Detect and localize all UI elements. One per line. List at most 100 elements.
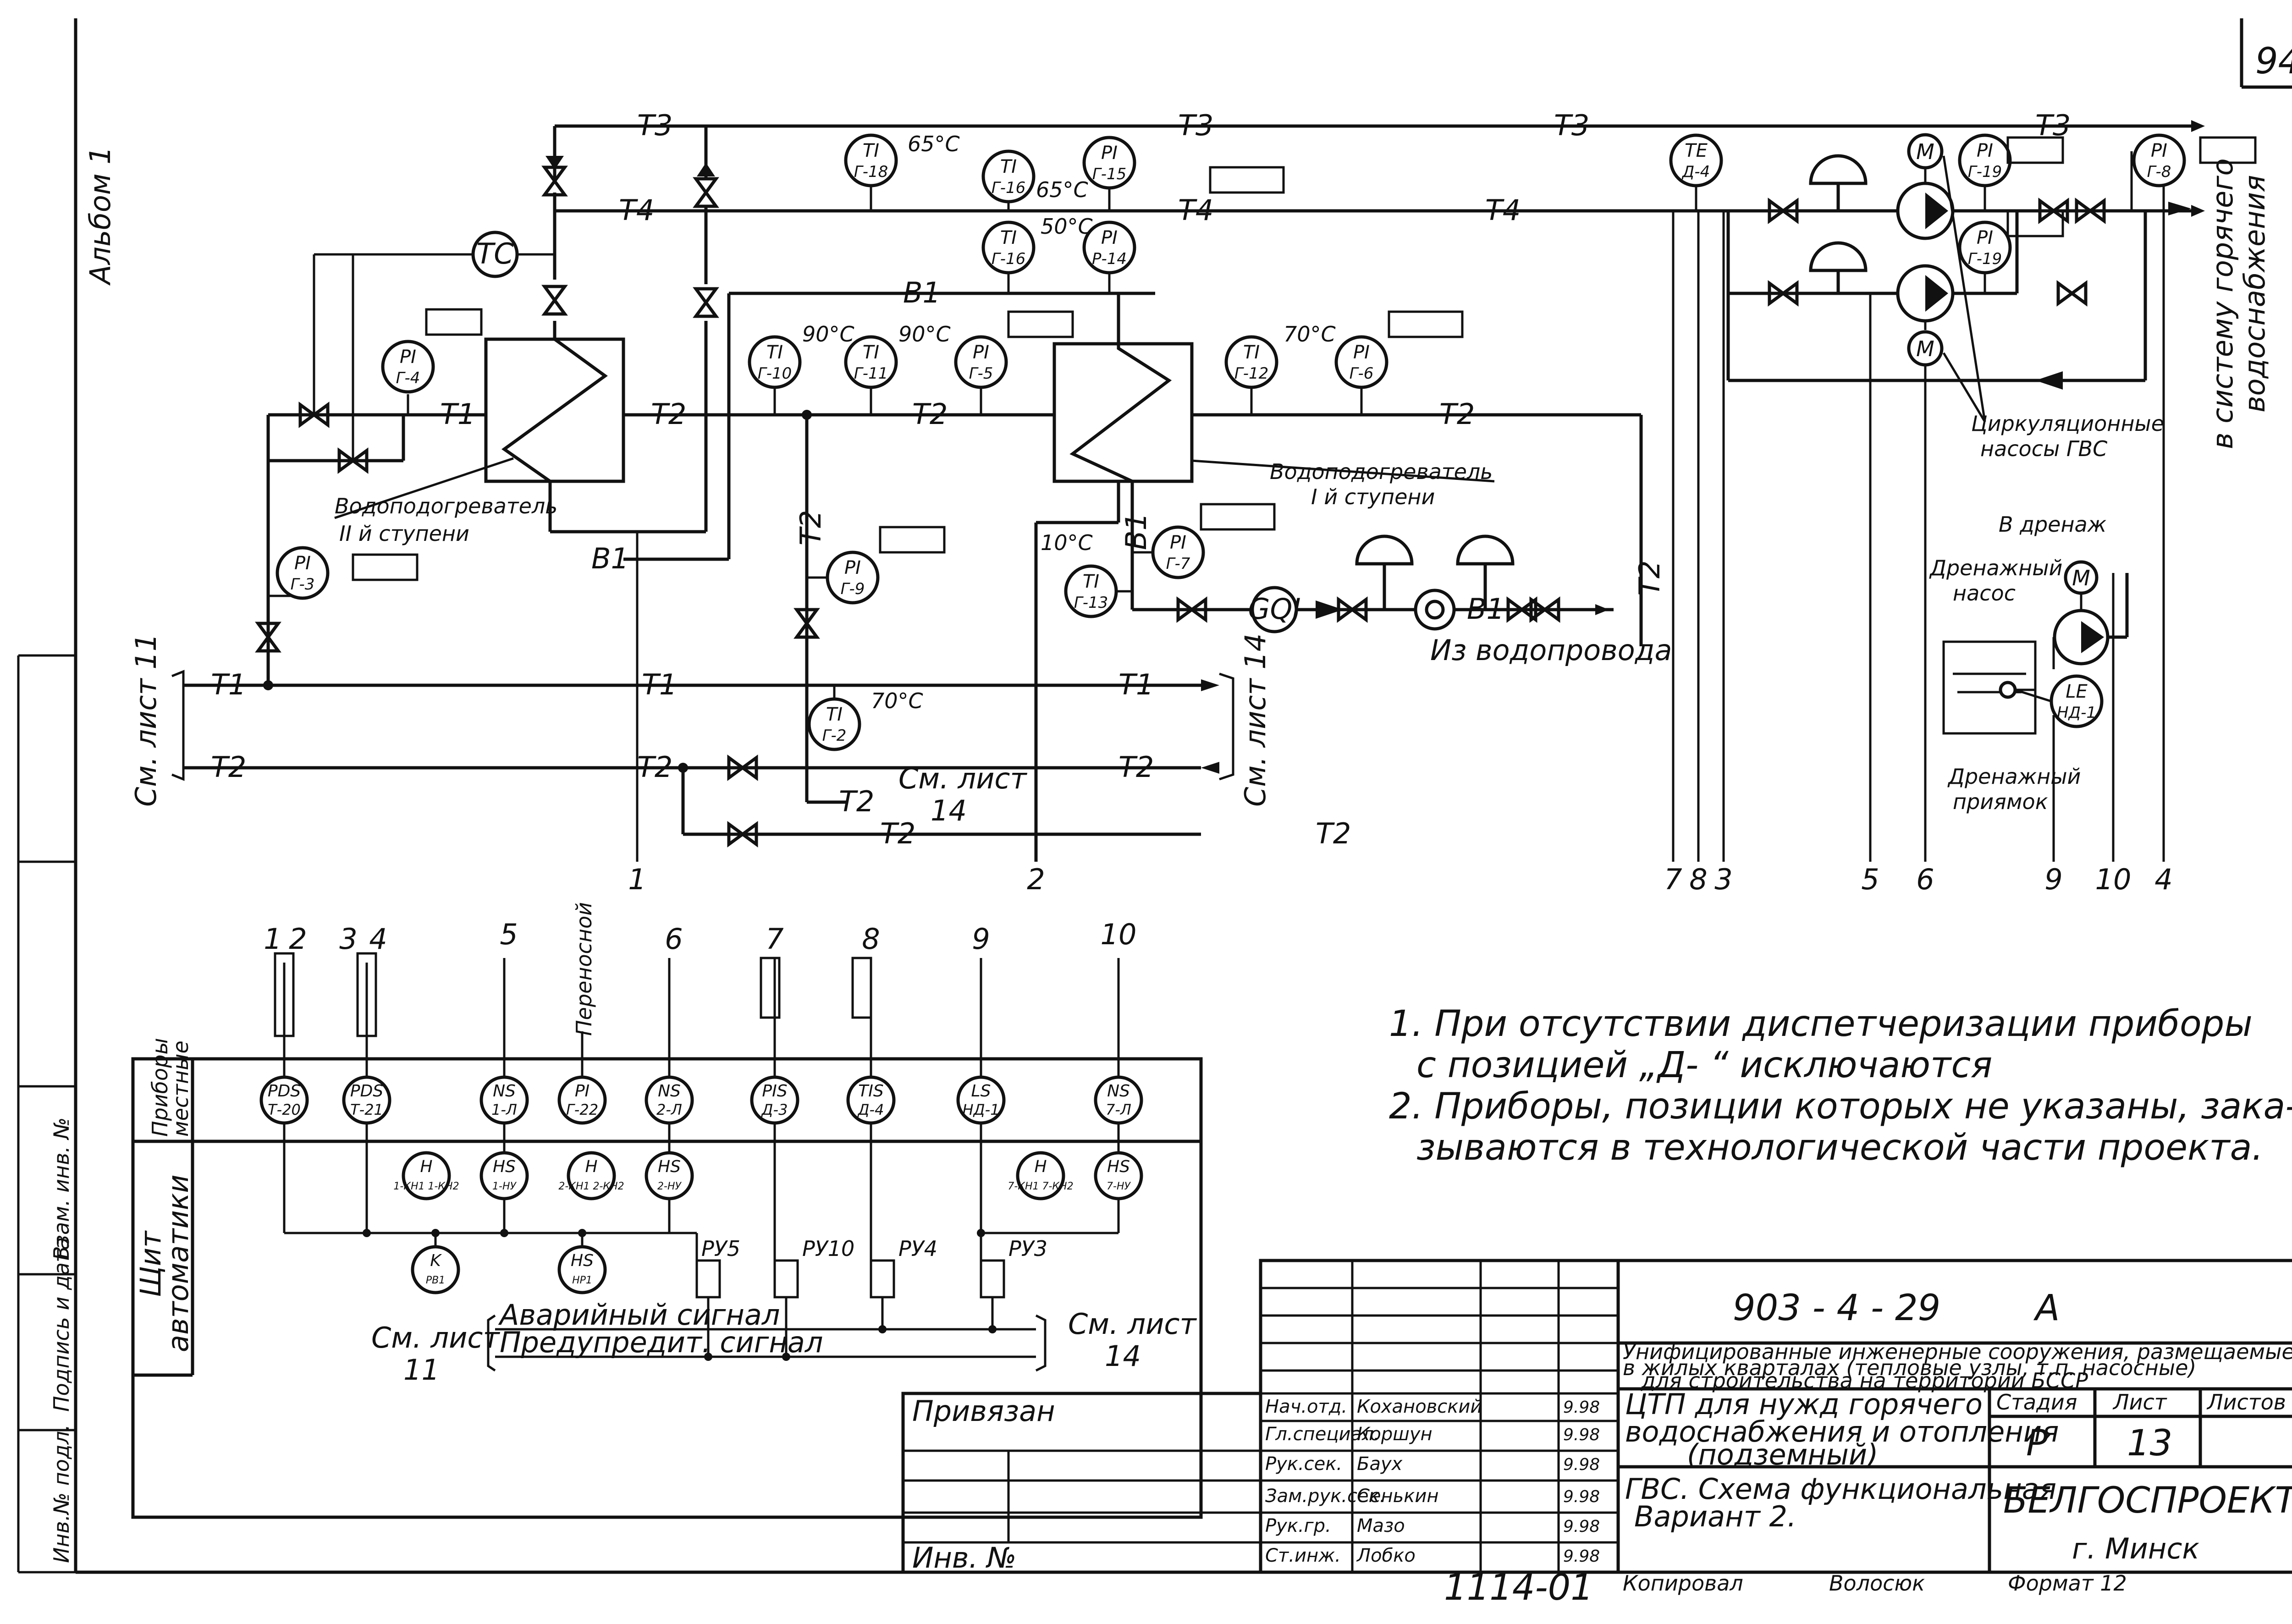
role-3: Зам.рук.сек. [1265, 1486, 1385, 1507]
t2-out: Т2 [1439, 397, 1475, 431]
instrument-pi_g19b-code: PI [1977, 227, 1993, 248]
name-5: Лобко [1356, 1545, 1416, 1566]
instrument-ti_g16b-code: TI [1000, 227, 1017, 248]
panel-device-5-code: HS [1107, 1157, 1130, 1176]
role-0: Нач.отд. [1265, 1396, 1347, 1417]
page-number: 94 [2255, 41, 2292, 82]
panel-device-0-code: H [420, 1157, 432, 1176]
date-1: 9.98 [1563, 1426, 1600, 1444]
margin-inv: Инв.№ подл. [49, 1424, 74, 1563]
note-1b: с позицией „Д- “ исключаются [1416, 1045, 1992, 1086]
t2-mid-1: Т2 [651, 397, 686, 431]
name-1: Коршун [1357, 1424, 1432, 1445]
instrument-pi_g5-pos: Г-5 [969, 364, 993, 383]
date-2: 9.98 [1563, 1455, 1600, 1474]
t1-main-3: Т1 [1118, 668, 1154, 701]
local-device-0-code: PDS [268, 1082, 301, 1101]
tc-label: ТС [476, 237, 514, 270]
lead-low-7: 7 [766, 922, 783, 956]
panel-device-7-pos: НР1 [572, 1275, 592, 1286]
instrument-pi_g19a-pos: Г-19 [1968, 163, 2002, 181]
instrument-ti_g13-code: TI [1083, 571, 1099, 592]
row-local-2: местные [168, 1040, 193, 1137]
instrument-pi_g5-code: PI [973, 342, 989, 363]
lead-low-4: 4 [369, 922, 387, 956]
pipe-t2-main [183, 672, 1234, 844]
local-device-4-pos: 2-Л [656, 1101, 682, 1118]
instrument-bubbles [275, 133, 2257, 751]
name-4: Мазо [1357, 1515, 1405, 1536]
t2-mid-2: Т2 [912, 397, 948, 431]
see-14-mid-a: См. лист [898, 762, 1027, 795]
date-3: 9.98 [1563, 1487, 1600, 1506]
name-0: Кохановский [1357, 1396, 1482, 1417]
panel-bubbles [259, 1075, 1143, 1294]
doc-code: 903 - 4 - 29 [1733, 1288, 1940, 1329]
instrument-pi_g6-code: PI [1353, 342, 1370, 363]
local-device-5-code: PIS [762, 1082, 787, 1101]
stage-header: Стадия [1996, 1390, 2077, 1415]
t4-label-1: Т4 [619, 193, 654, 227]
panel-wiring [274, 952, 1120, 1372]
local-device-2-code: NS [493, 1082, 516, 1101]
lead-up-1: 1 [628, 863, 646, 896]
bound-label: Привязан [912, 1394, 1055, 1428]
heater1-label: Водоподогреватель [1270, 459, 1493, 484]
portable-label: Переносной [572, 902, 596, 1036]
instrument-pi_g7-pos: Г-7 [1166, 555, 1190, 573]
sheet-title-2: Вариант 2. [1634, 1500, 1796, 1533]
margin-sign: Подпись и дата [49, 1237, 74, 1412]
instrument-ti_g12-pos: Г-12 [1234, 364, 1268, 383]
title-3: (подземный) [1687, 1438, 1878, 1471]
instrument-ti_g11-pos: Г-11 [854, 364, 888, 383]
circulation-pumps [1726, 133, 2191, 862]
to-hws-1: в систему горячего [2206, 158, 2239, 449]
panel-labels: PDSТ-20PDSТ-21NS1-ЛPIГ-22NS2-ЛPISД-3TISД… [268, 1082, 1131, 1286]
instrument-ti_g11-code: TI [863, 342, 879, 363]
panel-device-3-code: HS [658, 1157, 681, 1176]
project-1: Унифицированные инженерные сооружения, р… [1623, 1339, 2292, 1364]
temp-90b: 90°С [898, 322, 951, 347]
copied-label: Копировал [1623, 1571, 1743, 1596]
instrument-le_nd1-code: LE [2066, 681, 2088, 702]
t1-stage2: Т1 [440, 397, 475, 431]
instrument-ti_g16a-pos: Г-16 [992, 179, 1025, 197]
heat-exchanger-stage-2 [484, 337, 706, 534]
lead-up-6: 6 [1916, 863, 1934, 896]
water-supply-line [1132, 534, 1643, 646]
t1-main-1: Т1 [211, 668, 246, 701]
project-3: для строительства на территории БССР [1641, 1368, 2088, 1393]
title-block [901, 1259, 2292, 1574]
role-1: Гл.специал. [1265, 1424, 1379, 1445]
sheet-value: 13 [2127, 1423, 2172, 1464]
lead-up-5: 5 [1861, 863, 1879, 896]
panel-device-6-code: K [430, 1251, 442, 1270]
local-device-8-code: NS [1107, 1082, 1130, 1101]
instrument-ti_g10-code: TI [766, 342, 783, 363]
panel-device-4-pos: 7-КН1 7-КН2 [1008, 1181, 1073, 1192]
local-device-1-code: PDS [350, 1082, 383, 1101]
b1-inlet: В1 [1467, 592, 1504, 626]
lead-low-9: 9 [972, 922, 990, 956]
lead-up-7: 7 [1664, 863, 1682, 896]
lead-up-2: 2 [1027, 863, 1045, 896]
t4-label-3: Т4 [1485, 193, 1521, 227]
instrument-ti_g2-pos: Г-2 [822, 727, 847, 745]
album-label: Альбом 1 [83, 146, 117, 286]
drain-pump-1: Дренажный [1929, 556, 2062, 580]
drain-pit-1: Дренажный [1947, 764, 2081, 789]
note-2b: зываются в технологической части проекта… [1416, 1127, 2263, 1168]
pipe-t3 [553, 120, 2205, 179]
instrument-ti_g18-pos: Г-18 [854, 163, 888, 181]
gqi-label: GQI [1248, 592, 1300, 626]
panel-device-6-pos: РВ1 [426, 1275, 445, 1286]
copier-name: Волосюк [1829, 1571, 1925, 1596]
relay-ru10: РУ10 [802, 1236, 854, 1261]
t2-main-2: Т2 [637, 750, 672, 784]
inv-label: Инв. № [912, 1541, 1016, 1574]
title-1: ЦТП для нужд горячего [1625, 1387, 1983, 1421]
lead-low-3: 3 [339, 922, 357, 956]
relay-ru5: РУ5 [701, 1236, 740, 1261]
project-2: в жилых кварталах (тепловые узлы, т.п. н… [1623, 1355, 2196, 1380]
